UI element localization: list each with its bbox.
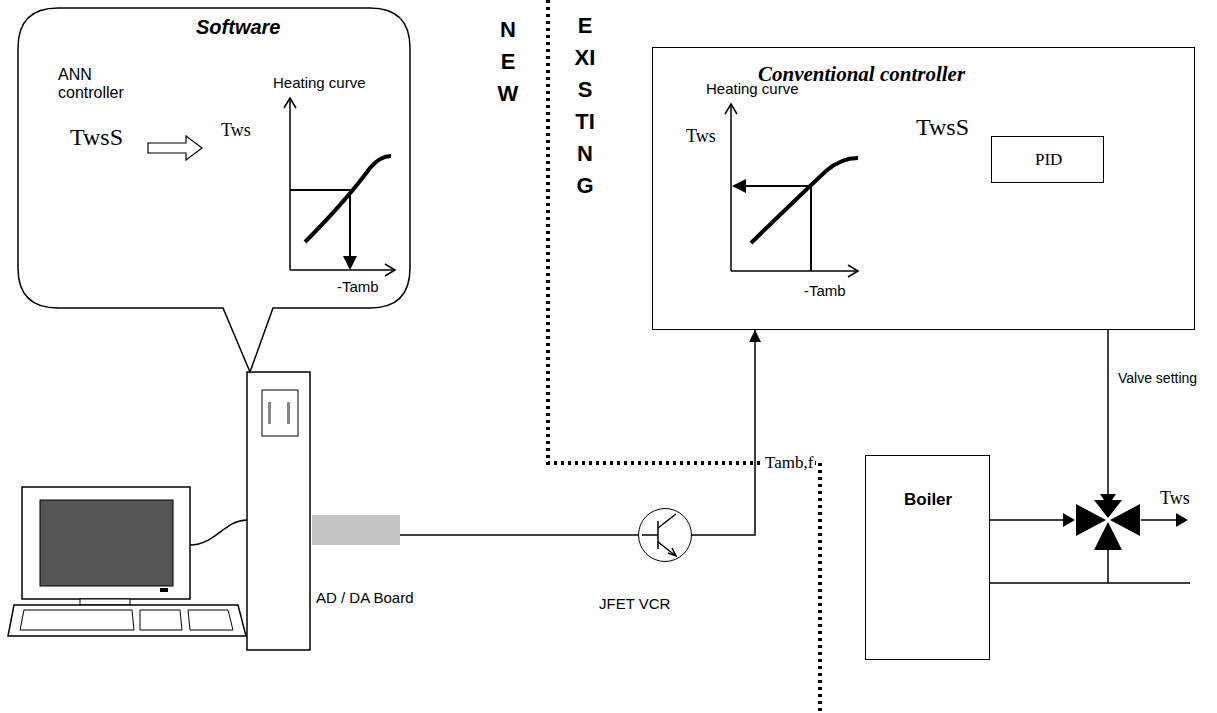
node-title: Boiler [904, 490, 952, 510]
callout-bubble: SoftwareANN controllerTwsS Heating curveT… [18, 8, 410, 308]
node-text: Tws [686, 126, 716, 147]
connector [400, 535, 638, 536]
node-title: PID [1035, 150, 1062, 170]
node-text: -Tamb [337, 278, 379, 295]
adda-board: AD / DA Board [312, 515, 400, 545]
node-text: -Tamb [804, 282, 846, 299]
node-title: JFET VCR [599, 595, 670, 612]
connector [692, 330, 761, 535]
boiler-box: Boiler [865, 455, 990, 660]
signal-label: Valve setting [1118, 370, 1197, 386]
signal-label: Tws [1160, 488, 1190, 509]
chart-axes [666, 86, 891, 311]
node-text: Tws [221, 120, 251, 141]
node-title: AD / DA Board [316, 589, 414, 606]
node-title: Heating curve [706, 80, 799, 97]
transistor-symbol [642, 514, 676, 556]
heating-curve-chart: Heating curveTws-Tamb [205, 80, 405, 305]
edge-label: Tamb,f [763, 453, 815, 473]
node-title: Heating curve [273, 74, 366, 91]
region-label: EXISTING [574, 10, 596, 202]
region-label: NEW [497, 14, 519, 110]
edge-label: TwsS [914, 114, 971, 141]
chart-axes [205, 80, 405, 305]
jfet-circle: JFET VCR [638, 508, 692, 562]
computer-illustration [8, 372, 310, 650]
controller-box: Conventional controllerHeating curveTws-… [652, 47, 1195, 330]
node-text: ANN controller [58, 66, 140, 102]
node-text: TwsS [70, 124, 123, 151]
pid-box: PID [991, 136, 1104, 183]
heating-curve-chart: Heating curveTws-Tamb [666, 86, 891, 311]
node-title: Software [196, 16, 280, 39]
three-way-valve [990, 330, 1190, 583]
